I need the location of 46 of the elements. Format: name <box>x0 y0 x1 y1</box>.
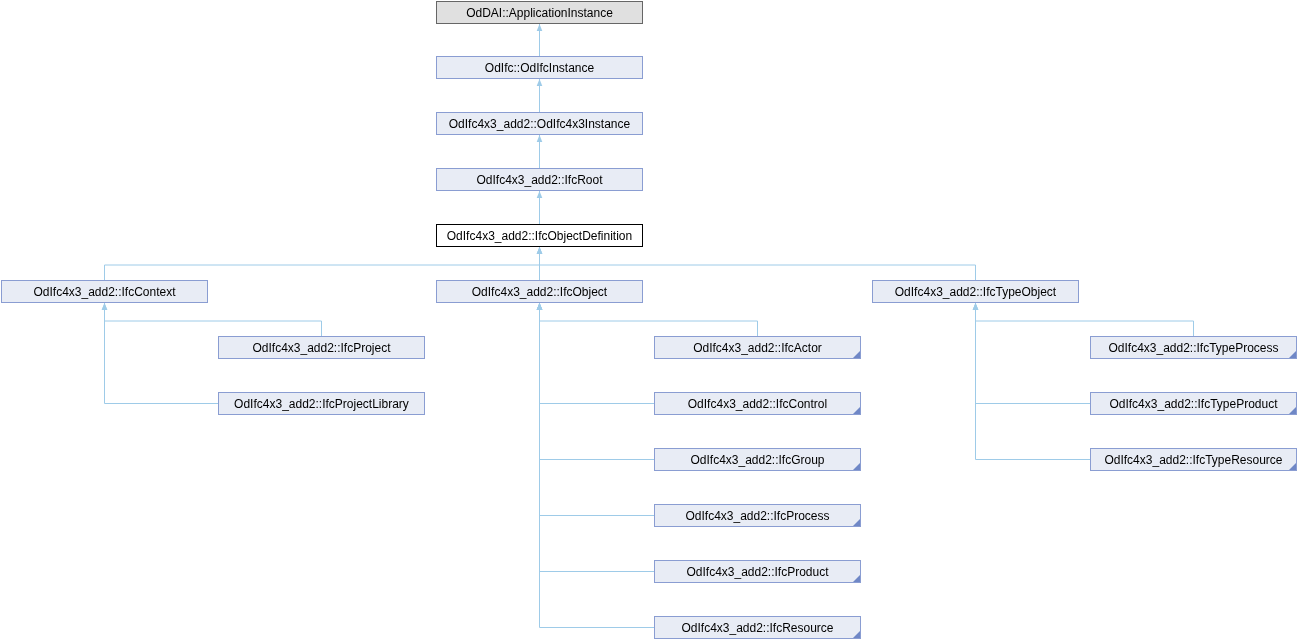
class-name: OdIfc4x3_add2::IfcTypeResource <box>1104 452 1283 467</box>
class-name: OdIfc4x3_add2::IfcResource <box>681 620 834 635</box>
class-box <box>654 448 861 471</box>
class-name: OdIfc4x3_add2::IfcProduct <box>686 564 829 579</box>
inheritance-arrow <box>536 190 543 225</box>
class-name: OdIfc4x3_add2::IfcObject <box>471 284 608 299</box>
class-box <box>1 280 208 303</box>
inheritance-arrow <box>536 23 543 57</box>
class-box <box>654 616 861 639</box>
class-name: OdIfc4x3_add2::IfcControl <box>687 396 828 411</box>
class-box <box>218 392 425 415</box>
class-box <box>436 224 643 247</box>
class-box <box>436 168 643 191</box>
inheritance-arrow <box>972 302 1091 460</box>
class-name: OdIfc4x3_add2::IfcTypeObject <box>894 284 1057 299</box>
class-box <box>436 1 643 24</box>
class-name: OdIfc4x3_add2::IfcTypeProduct <box>1109 396 1278 411</box>
class-name: OdIfc4x3_add2::IfcRoot <box>476 172 603 187</box>
class-box <box>872 280 1079 303</box>
inheritance-arrow <box>536 302 655 628</box>
inheritance-arrow <box>536 78 543 113</box>
class-name: OdIfc4x3_add2::IfcProjectLibrary <box>234 396 409 411</box>
class-box <box>436 280 643 303</box>
class-name: OdIfc4x3_add2::OdIfc4x3Instance <box>448 116 631 131</box>
class-name: OdIfc::OdIfcInstance <box>484 60 595 75</box>
class-name: OdIfc4x3_add2::IfcTypeProcess <box>1108 340 1279 355</box>
inheritance-arrow <box>101 302 219 404</box>
class-name: OdDAI::ApplicationInstance <box>466 5 613 20</box>
class-name: OdIfc4x3_add2::IfcProject <box>252 340 391 355</box>
class-box <box>654 504 861 527</box>
class-box <box>654 560 861 583</box>
inheritance-arrow <box>536 246 976 281</box>
class-box <box>654 336 861 359</box>
class-box <box>218 336 425 359</box>
class-box <box>1090 336 1297 359</box>
class-box <box>1090 448 1297 471</box>
class-name: OdIfc4x3_add2::IfcObjectDefinition <box>446 228 633 243</box>
class-name: OdIfc4x3_add2::IfcGroup <box>690 452 825 467</box>
inheritance-arrow <box>536 134 543 169</box>
class-box <box>436 112 643 135</box>
class-box <box>1090 392 1297 415</box>
class-box <box>436 56 643 79</box>
class-name: OdIfc4x3_add2::IfcContext <box>33 284 176 299</box>
class-box <box>654 392 861 415</box>
class-name: OdIfc4x3_add2::IfcActor <box>693 340 822 355</box>
class-name: OdIfc4x3_add2::IfcProcess <box>685 508 830 523</box>
